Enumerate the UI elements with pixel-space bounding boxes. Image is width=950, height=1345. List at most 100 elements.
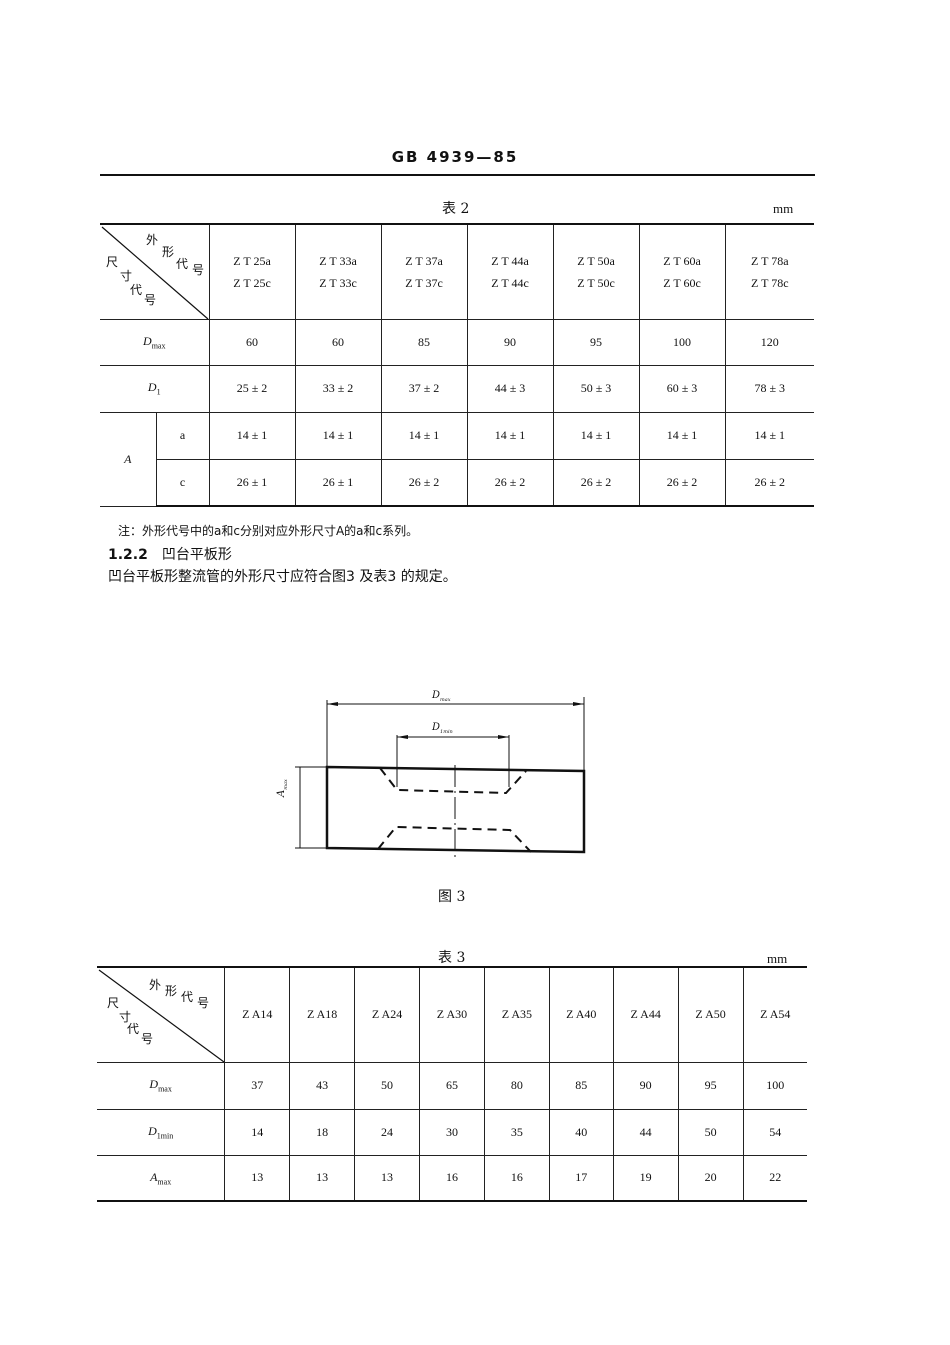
cell: 44 ± 3	[466, 364, 554, 413]
cell: 13	[224, 1154, 291, 1202]
row-sublabel-c: c	[156, 458, 210, 507]
cell: 16	[483, 1154, 550, 1202]
cell: 26 ± 1	[294, 458, 382, 507]
cell: 26 ± 2	[552, 458, 640, 507]
corner-label: 号	[197, 996, 210, 1010]
cell: 22	[742, 1154, 807, 1202]
table3-unit: mm	[767, 951, 788, 966]
header-rule	[100, 174, 815, 176]
table-row: Dmax 60 60 85 90 95 100 120	[100, 318, 814, 366]
cell: 120	[724, 318, 814, 366]
column-header: Z A54	[742, 966, 807, 1063]
cell: 60	[208, 318, 296, 366]
cell: 14 ± 1	[294, 411, 382, 460]
table-row: A a 14 ± 1 14 ± 1 14 ± 1 14 ± 1 14 ± 1 1…	[100, 411, 814, 507]
table3: 外 形 代 号 尺 寸 代 号 Z A14 Z A18 Z A24 Z A30 …	[97, 966, 807, 1202]
row-label-amax: Amax	[97, 1154, 226, 1202]
cell: 17	[548, 1154, 614, 1202]
corner-label: 尺	[107, 996, 120, 1010]
cell: 13	[354, 1154, 420, 1202]
row-label-dmax: Dmax	[97, 1061, 226, 1110]
cell: 40	[548, 1108, 614, 1156]
corner-label: 代	[130, 283, 143, 297]
table-row: D1 25 ± 2 33 ± 2 37 ± 2 44 ± 3 50 ± 3 60…	[100, 364, 814, 413]
corner-label: 形	[165, 984, 178, 998]
cell: 43	[289, 1061, 356, 1110]
corner-label: 号	[141, 1032, 154, 1046]
cell: 14 ± 1	[466, 411, 554, 460]
table-row: c 26 ± 1 26 ± 1 26 ± 2 26 ± 2 26 ± 2 26 …	[100, 458, 814, 507]
cell: 60 ± 3	[638, 364, 726, 413]
cell: 37	[224, 1061, 291, 1110]
corner-label: 号	[144, 293, 157, 307]
column-header: Z A24	[354, 966, 420, 1063]
cell: 85	[380, 318, 468, 366]
column-header: Z A50	[677, 966, 744, 1063]
row-label-a: A	[100, 411, 157, 507]
cell: 50	[354, 1061, 420, 1110]
cell: 35	[483, 1108, 550, 1156]
dmax-label: Dmax	[432, 690, 451, 703]
row-label-dmax: Dmax	[100, 318, 210, 366]
corner-label: 外	[146, 233, 159, 247]
cell: 26 ± 2	[466, 458, 554, 507]
cell: 14 ± 1	[208, 411, 296, 460]
corner-label: 尺	[106, 255, 119, 269]
cell: 37 ± 2	[380, 364, 468, 413]
row-sublabel-a: a	[155, 411, 210, 460]
cell: 90	[612, 1061, 679, 1110]
table2-note: 注：外形代号中的a和c分别对应外形尺寸A的a和c系列。	[118, 524, 419, 538]
cell: 14 ± 1	[552, 411, 640, 460]
column-header: Z A18	[289, 966, 356, 1063]
standard-number: GB 4939—85	[391, 148, 519, 166]
cell: 78 ± 3	[724, 364, 814, 413]
corner-label: 代	[127, 1022, 140, 1036]
cell: 85	[548, 1061, 614, 1110]
cell: 100	[638, 318, 726, 366]
corner-label: 号	[192, 263, 205, 277]
row-label-d1min: D1min	[97, 1108, 226, 1156]
cell: 30	[419, 1108, 485, 1156]
cell: 50	[677, 1108, 744, 1156]
figure3-drawing	[295, 697, 586, 860]
cell: 18	[289, 1108, 356, 1156]
diagonal-line	[98, 969, 225, 1063]
cell: 65	[419, 1061, 485, 1110]
cell: 26 ± 1	[208, 458, 296, 507]
cell: 44	[612, 1108, 679, 1156]
column-header: Z A14	[224, 966, 291, 1063]
figure3-caption: 图 3	[438, 889, 466, 905]
corner-label: 代	[176, 257, 189, 271]
cell: 16	[419, 1154, 485, 1202]
table2-unit: mm	[773, 201, 794, 216]
table-row: Amax 13 13 13 16 16 17 19 20 22	[97, 1154, 807, 1202]
corner-label: 形	[162, 245, 175, 259]
cell: 60	[294, 318, 382, 366]
corner-label: 寸	[119, 1010, 132, 1024]
table-row: D1min 14 18 24 30 35 40 44 50 54	[97, 1108, 807, 1156]
cell: 26 ± 2	[380, 458, 468, 507]
section-title: 凹台平板形	[161, 547, 232, 563]
cell: 95	[677, 1061, 744, 1110]
corner-label: 寸	[120, 269, 133, 283]
cell: 20	[677, 1154, 744, 1202]
column-header: Z A40	[548, 966, 614, 1063]
section-body: 凹台平板形整流管的外形尺寸应符合图3 及表3 的规定。	[108, 569, 457, 585]
corner-label: 外	[149, 978, 162, 992]
cell: 26 ± 2	[638, 458, 726, 507]
cell: 25 ± 2	[208, 364, 296, 413]
d1min-label: D1min	[432, 722, 453, 735]
cell: 19	[612, 1154, 679, 1202]
cell: 14 ± 1	[380, 411, 468, 460]
cell: 14 ± 1	[724, 411, 814, 460]
table-row: Dmax 37 43 50 65 80 85 90 95 100	[97, 1061, 807, 1110]
section-number: 1.2.2	[108, 547, 148, 563]
section-heading: 1.2.2 凹台平板形	[108, 544, 232, 564]
